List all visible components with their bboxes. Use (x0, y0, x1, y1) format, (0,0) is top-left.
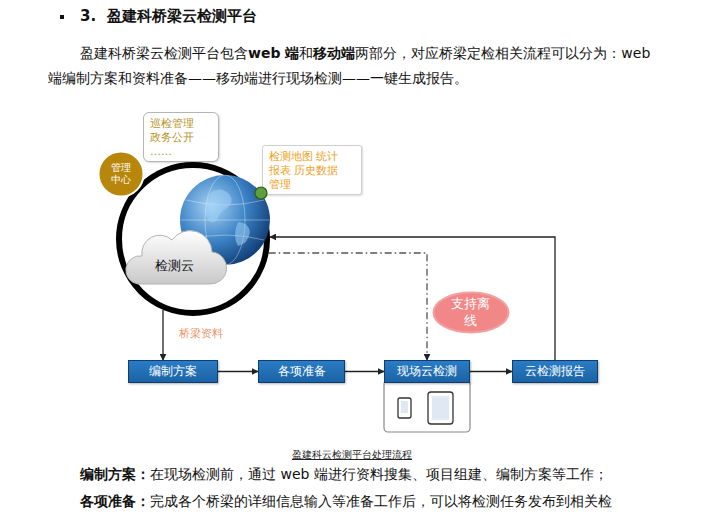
body-text: 和 (299, 45, 313, 61)
phone-screen (401, 401, 408, 413)
node-label: 检测云 (155, 258, 194, 274)
ellipse-shape (434, 293, 509, 333)
flow-arrow (470, 371, 512, 372)
node-label: 巡检管理 政务公开 …… (150, 117, 201, 158)
body-text: 盈建科桥梁云检测平台包含 (80, 45, 248, 61)
offline-ellipse: 支持离线 (432, 291, 510, 334)
tablet-screen (432, 396, 449, 420)
device-frame (384, 380, 470, 432)
callout-box: 检测地图 统计报表 历史数据管理 (262, 145, 362, 195)
flow-arrow (162, 310, 163, 360)
process-label: 现场云检测 (397, 364, 457, 379)
node-label: 管理中心 (111, 162, 131, 187)
dashed-connector (269, 253, 427, 360)
flow-arrow (218, 371, 258, 372)
edge-label: 桥梁资料 (177, 326, 225, 341)
globe-landmass (206, 189, 250, 246)
paragraph: 编制方案：在现场检测前，通过 web 端进行资料搜集、项目组建、编制方案等工作； (80, 462, 690, 487)
process-box: 现场云检测 (384, 360, 470, 383)
globe-gridline (180, 220, 270, 221)
bold-text: 编制方案： (80, 466, 150, 482)
phone-icon (398, 398, 411, 418)
process-box: 云检测报告 (512, 360, 598, 383)
paragraph: 各项准备：完成各个桥梁的详细信息输入等准备工作后，可以将检测任务发布到相关检 (80, 489, 690, 514)
body-text: 完成各个桥梁的详细信息输入等准备工作后，可以将检测任务发布到相关检 (150, 493, 612, 509)
management-circle: 管理中心 (97, 150, 145, 198)
process-label: 编制方案 (149, 364, 197, 379)
body-text: 在现场检测前，通过 web 端进行资料搜集、项目组建、编制方案等工作； (150, 466, 608, 482)
flow-arrow (270, 237, 555, 360)
process-label: 云检测报告 (525, 364, 585, 379)
bullet-square (60, 15, 64, 19)
cloud-shape (126, 231, 227, 284)
paragraph: 盈建科桥梁云检测平台包含web 端和移动端两部分，对应桥梁定检相关流程可以分为：… (48, 41, 662, 91)
flow-arrow (345, 371, 384, 372)
section-heading: 3. 盈建科桥梁云检测平台 (80, 7, 257, 26)
node-label: 支持离线 (451, 296, 491, 329)
circle-shape (99, 152, 144, 197)
node-label: 检测地图 统计报表 历史数据管理 (269, 150, 342, 191)
process-box: 各项准备 (258, 360, 345, 383)
callout-box: 巡检管理 政务公开 …… (143, 112, 219, 162)
process-box: 编制方案 (128, 360, 218, 383)
connector-dot (255, 187, 267, 199)
figure-caption: 盈建科云检测平台处理流程 (292, 448, 412, 462)
tablet-icon (428, 392, 453, 424)
bold-text: web 端 (248, 45, 299, 61)
bold-text: 移动端 (313, 45, 355, 61)
process-label: 各项准备 (278, 364, 326, 379)
bold-text: 各项准备： (80, 493, 150, 509)
